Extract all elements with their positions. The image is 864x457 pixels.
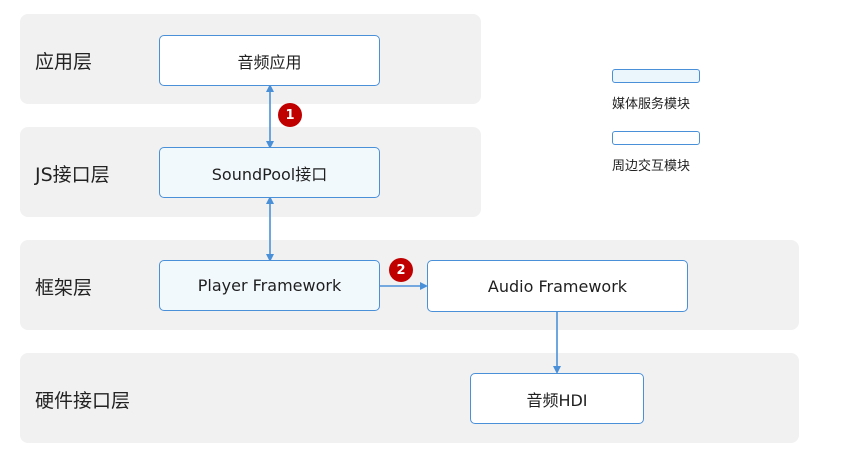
soundpool-interface-box: SoundPool接口 [159, 147, 380, 198]
app-layer-label: 应用层 [35, 51, 93, 73]
step-1-badge: 1 [278, 103, 302, 127]
legend-media-service-swatch [612, 69, 700, 83]
audio-hdi-box: 音频HDI [470, 373, 644, 424]
player-framework-box: Player Framework [159, 260, 380, 311]
legend-peripheral-label: 周边交互模块 [612, 159, 691, 174]
hardware-interface-layer-label: 硬件接口层 [35, 390, 131, 412]
legend-peripheral-swatch [612, 131, 700, 145]
hardware-interface-layer [20, 353, 799, 443]
step-2-badge: 2 [389, 258, 413, 282]
audio-app-box: 音频应用 [159, 35, 380, 86]
audio-framework-box: Audio Framework [427, 260, 688, 312]
legend-media-service-label: 媒体服务模块 [612, 97, 691, 112]
js-interface-layer-label: JS接口层 [35, 164, 110, 186]
framework-layer-label: 框架层 [35, 277, 93, 299]
